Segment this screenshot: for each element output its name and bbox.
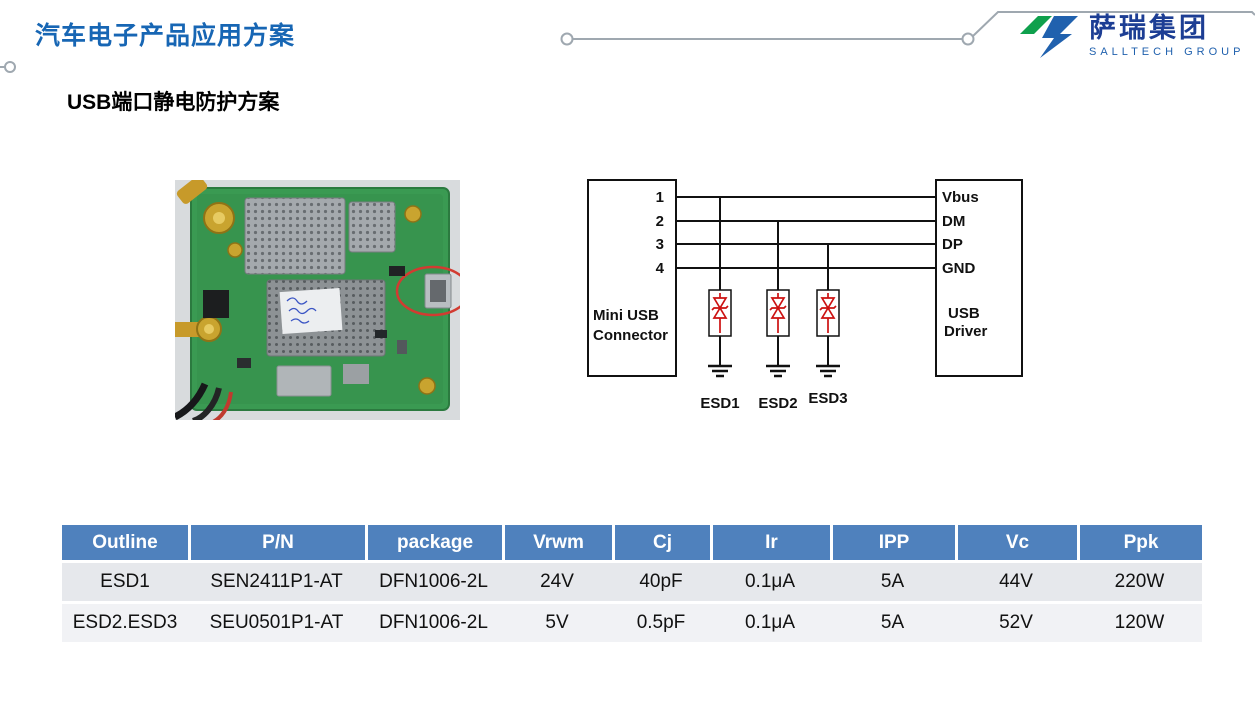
cell-outline: ESD2.ESD3 — [62, 604, 188, 642]
cell-vrwm: 5V — [502, 604, 612, 642]
esd2-label: ESD2 — [758, 395, 797, 412]
cell-cj: 0.5pF — [612, 604, 710, 642]
cell-outline: ESD1 — [62, 563, 188, 601]
sma-pin-1 — [213, 212, 225, 224]
esd-spec-table: Outline P/N package Vrwm Cj Ir IPP Vc Pp… — [62, 522, 1202, 645]
cell-package: DFN1006-2L — [365, 604, 502, 642]
logo-group-name: SALLTECH GROUP — [1089, 46, 1245, 59]
driver-label-line2: Driver — [944, 323, 988, 340]
logo-company-name: 萨瑞集团 — [1089, 12, 1209, 43]
header-cj: Cj — [612, 525, 710, 560]
sma-connector-2 — [175, 322, 201, 337]
rf-shield-large — [244, 197, 346, 275]
mini-usb-connector-box — [587, 179, 677, 377]
ground-symbol — [816, 364, 840, 378]
rf-shield-small — [348, 201, 396, 253]
cell-vc: 44V — [955, 563, 1077, 601]
header-outline: Outline — [62, 525, 188, 560]
pcb-photo — [175, 180, 460, 420]
header-vc: Vc — [955, 525, 1077, 560]
red-wire — [212, 391, 233, 420]
sim-slot — [276, 365, 332, 397]
driver-label-line1: USB — [948, 305, 980, 322]
cell-vrwm: 24V — [502, 563, 612, 601]
usb-connector-opening — [430, 280, 446, 302]
esd-device-3 — [816, 244, 840, 378]
black-wire — [175, 382, 209, 420]
esd-device-2 — [766, 221, 790, 378]
sma-pin-2 — [204, 324, 214, 334]
section-subtitle: USB端口静电防护方案 — [67, 91, 280, 114]
header-vrwm: Vrwm — [502, 525, 612, 560]
header-pn: P/N — [188, 525, 365, 560]
tiny-component-4 — [237, 358, 251, 368]
sma-connector-1 — [176, 180, 208, 204]
cell-ir: 0.1μA — [710, 604, 830, 642]
header-ipp: IPP — [830, 525, 955, 560]
tiny-component-3 — [397, 340, 407, 354]
cell-package: DFN1006-2L — [365, 563, 502, 601]
cell-vc: 52V — [955, 604, 1077, 642]
signal-gnd-label: GND — [942, 260, 976, 277]
esd-device-1 — [708, 197, 732, 378]
connector-label-line2: Connector — [593, 327, 668, 344]
cell-pn: SEN2411P1-AT — [188, 563, 365, 601]
cell-pn: SEU0501P1-AT — [188, 604, 365, 642]
ground-symbol — [766, 364, 790, 378]
company-logo: 萨瑞集团 SALLTECH GROUP — [1018, 12, 1244, 60]
pin-2-label: 2 — [656, 213, 664, 230]
header-package: package — [365, 525, 502, 560]
deco-node-mid-right — [961, 32, 975, 46]
gold-pad-1 — [404, 205, 422, 223]
esd1-label: ESD1 — [700, 395, 739, 412]
gold-pad-2 — [418, 377, 436, 395]
gold-pad-3 — [227, 242, 243, 258]
black-wire-2 — [191, 387, 222, 420]
tiny-component-1 — [389, 266, 405, 276]
table-row-esd2-esd3: ESD2.ESD3 SEU0501P1-AT DFN1006-2L 5V 0.5… — [62, 604, 1202, 642]
cell-ipp: 5A — [830, 563, 955, 601]
cell-ipp: 5A — [830, 604, 955, 642]
pin-4-label: 4 — [656, 260, 665, 277]
table-row-esd1: ESD1 SEN2411P1-AT DFN1006-2L 24V 40pF 0.… — [62, 563, 1202, 601]
logo-mark-icon — [1020, 16, 1078, 58]
signal-vbus-label: Vbus — [942, 189, 979, 206]
logo-text: 萨瑞集团 SALLTECH GROUP — [1089, 12, 1245, 59]
cell-ppk: 220W — [1077, 563, 1202, 601]
cell-ir: 0.1μA — [710, 563, 830, 601]
page-title: 汽车电子产品应用方案 — [35, 22, 296, 50]
small-shield — [343, 364, 369, 384]
signal-dp-label: DP — [942, 236, 963, 253]
cell-ppk: 120W — [1077, 604, 1202, 642]
header-ir: Ir — [710, 525, 830, 560]
signal-dm-label: DM — [942, 213, 965, 230]
table-header-row: Outline P/N package Vrwm Cj Ir IPP Vc Pp… — [62, 525, 1202, 560]
ground-symbol — [708, 364, 732, 378]
signal-lines — [676, 196, 936, 269]
black-component — [203, 290, 229, 318]
tiny-component-2 — [375, 330, 387, 338]
esd3-label: ESD3 — [808, 390, 847, 407]
deco-node-left — [4, 61, 16, 73]
cell-cj: 40pF — [612, 563, 710, 601]
logo-blue-shape — [1040, 16, 1078, 58]
logo-green-shape — [1020, 16, 1052, 34]
deco-node-mid-left — [560, 32, 574, 46]
usb-esd-circuit-diagram: 1 2 3 4 Vbus DM DP GND Mini USB Connecto… — [587, 179, 1023, 412]
connector-label-line1: Mini USB — [593, 307, 659, 324]
pin-3-label: 3 — [656, 236, 664, 253]
usb-annotation-circle — [395, 265, 460, 317]
pin-1-label: 1 — [656, 189, 664, 206]
usb-driver-box — [935, 179, 1023, 377]
header-ppk: Ppk — [1077, 525, 1202, 560]
handwriting — [286, 297, 317, 324]
